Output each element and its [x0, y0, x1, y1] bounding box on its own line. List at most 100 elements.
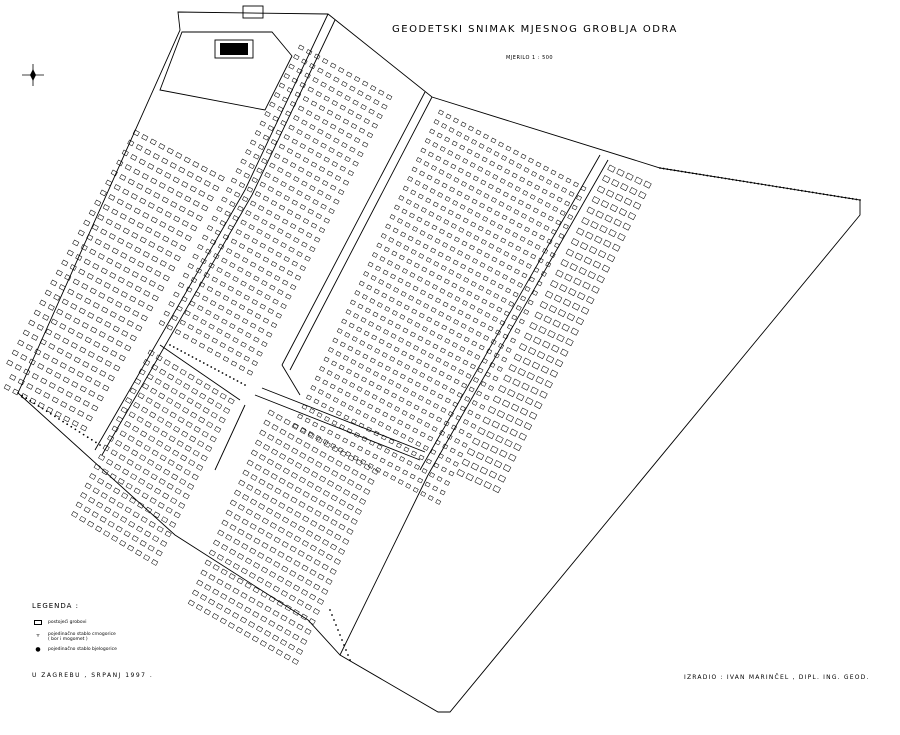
grave-plot [555, 219, 562, 226]
grave-plot [291, 658, 299, 665]
grave-plot [391, 452, 398, 458]
grave-plot [298, 44, 305, 51]
grave-plot [461, 181, 467, 187]
grave-plot [317, 67, 324, 74]
grave-plot [55, 269, 63, 277]
tree-marker [202, 362, 205, 364]
grave-plot [40, 377, 48, 385]
grave-plot [250, 449, 258, 457]
grave-plot [281, 565, 289, 573]
grave-plot [334, 509, 342, 516]
grave-plot [499, 178, 506, 184]
grave-plot [272, 237, 279, 244]
grave-plot [497, 283, 504, 290]
grave-plot [252, 611, 260, 618]
grave-plot [414, 464, 420, 470]
grave-plot [349, 85, 356, 92]
tree-marker [169, 344, 171, 346]
grave-plot [159, 221, 167, 228]
grave-plot [355, 409, 362, 415]
grave-plot [601, 264, 611, 273]
grave-plot [567, 214, 574, 220]
grave-plot [240, 219, 247, 226]
grave-plot [134, 285, 142, 293]
grave-plot [244, 606, 252, 614]
grave-plot [307, 208, 314, 215]
grave-plot [355, 459, 363, 466]
grave-plot [254, 313, 262, 320]
grave-plot [386, 342, 393, 349]
grave-plot [37, 402, 45, 409]
grave-plot [102, 204, 110, 211]
grave-plot [371, 334, 378, 341]
grave-plot [424, 280, 431, 286]
grave-plot [517, 368, 526, 377]
grave-plot [306, 49, 313, 56]
grave-plot [62, 337, 70, 345]
grave-plot [287, 457, 295, 465]
grave-plot [258, 205, 265, 212]
grave-plot [385, 425, 392, 431]
grave-plot [551, 344, 560, 353]
legend-item-conifer: ▿ pojedinačno stablo crnogorice ( bor i … [34, 632, 115, 642]
grave-plot [609, 204, 619, 213]
grave-plot [245, 210, 252, 217]
grave-plot [138, 158, 146, 166]
grave-plot [456, 131, 462, 137]
grave-plot [235, 168, 242, 175]
grave-plot [122, 468, 130, 476]
grave-plot [166, 397, 174, 405]
grave-plot [445, 255, 452, 262]
grave-plot [379, 398, 386, 404]
grave-plot [418, 454, 425, 461]
grave-plot [129, 387, 137, 395]
grave-plot [272, 610, 280, 617]
grave-plot [253, 537, 261, 545]
grave-plot [107, 335, 115, 343]
grave-plot [544, 380, 553, 389]
grave-plot [85, 414, 93, 422]
grave-plot [264, 605, 272, 613]
grave-plot [507, 324, 513, 330]
grave-plot [463, 419, 469, 425]
grave-plot [306, 530, 314, 537]
grave-plot [119, 174, 127, 181]
grave-plot [66, 249, 74, 257]
grave-plot [423, 362, 430, 369]
bullet-icon: ● [35, 646, 41, 653]
grave-plot [182, 272, 190, 279]
grave-plot [153, 511, 161, 519]
grave-plot [121, 149, 129, 157]
grave-plot [79, 346, 87, 354]
grave-plot [514, 186, 521, 192]
grave-plot [477, 427, 486, 436]
grave-plot [76, 371, 84, 378]
grave-plot [167, 459, 175, 466]
grave-plot [237, 504, 245, 511]
grave-plot [323, 441, 331, 448]
grave-plot [583, 256, 593, 265]
grave-plot [320, 142, 327, 149]
grave-plot [282, 467, 290, 475]
grave-plot [325, 553, 333, 561]
grave-plot [387, 461, 394, 468]
grave-plot [132, 129, 140, 137]
grave-plot [196, 464, 204, 471]
grave-plot [290, 284, 297, 291]
grave-plot [238, 182, 246, 189]
grave-plot [147, 163, 155, 170]
grave-plot [120, 516, 128, 523]
grave-plot [414, 381, 421, 388]
grave-plot [92, 487, 100, 495]
grave-plot [358, 127, 366, 134]
grave-plot [333, 137, 340, 144]
grave-plot [234, 252, 241, 259]
grave-plot [83, 506, 91, 514]
grave-plot [232, 612, 240, 619]
grave-plot [156, 440, 164, 447]
tree-marker [735, 179, 738, 182]
grave-plot [263, 444, 271, 451]
tree-marker [760, 183, 763, 186]
grave-plot [107, 435, 115, 442]
grave-plot [108, 194, 116, 201]
